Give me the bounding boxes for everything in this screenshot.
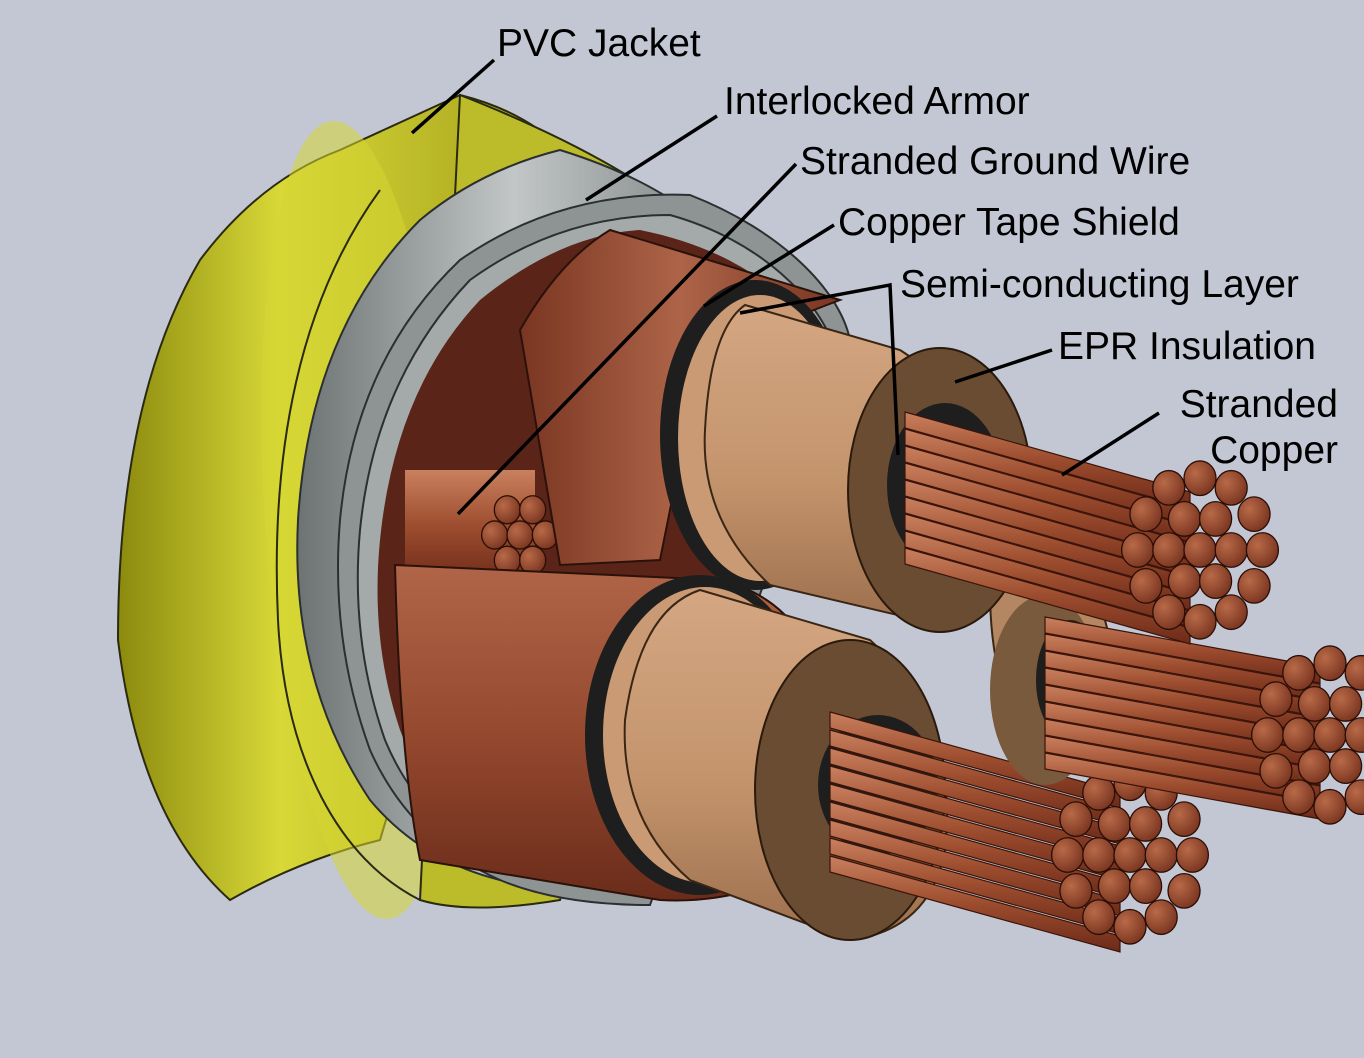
label-copper-tape-shield: Copper Tape Shield	[838, 201, 1180, 244]
label-interlocked-armor: Interlocked Armor	[724, 80, 1030, 123]
leader-interlocked-armor	[585, 114, 718, 202]
leader-lines	[410, 58, 1160, 516]
label-stranded-ground-wire: Stranded Ground Wire	[800, 140, 1191, 183]
label-epr-insulation: EPR Insulation	[1058, 325, 1316, 368]
leader-pvc-jacket	[410, 58, 496, 135]
leader-copper-tape-shield	[703, 223, 835, 308]
leader-epr-insulation	[954, 348, 1053, 384]
label-stranded-copper-line2: Copper	[1210, 429, 1338, 472]
leader-stranded-copper	[1061, 411, 1160, 477]
label-pvc-jacket: PVC Jacket	[497, 22, 701, 65]
conductor-right	[988, 581, 1364, 825]
leader-semi-conducting-layer	[739, 282, 900, 456]
leader-stranded-ground-wire	[456, 162, 798, 516]
conductor-lower	[393, 563, 1210, 953]
conductor-upper	[518, 228, 1280, 645]
label-semi-conducting-layer: Semi-conducting Layer	[900, 263, 1299, 306]
label-stranded-copper-line1: Stranded	[1179, 383, 1338, 426]
